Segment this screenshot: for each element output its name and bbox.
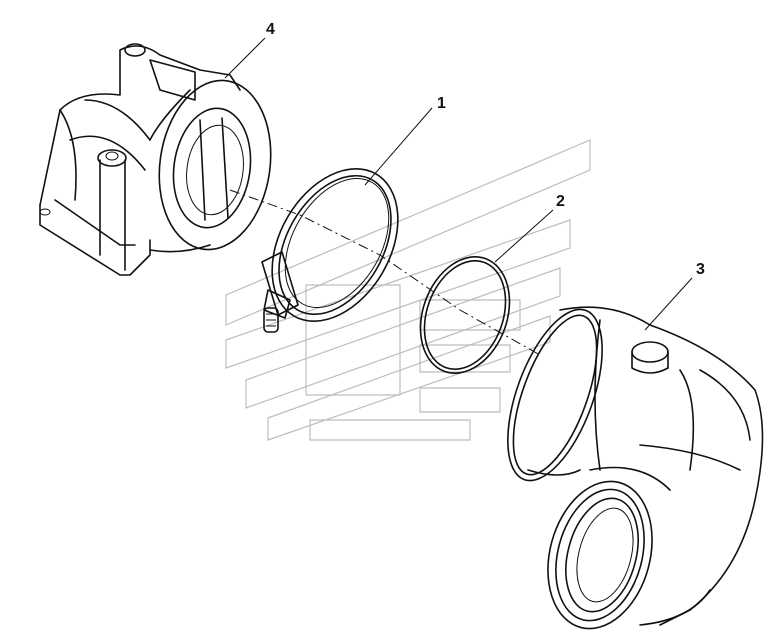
part-4-housing bbox=[39, 43, 272, 276]
leader-line-3 bbox=[644, 277, 693, 331]
leader-line-1 bbox=[364, 107, 433, 186]
watermark-logo bbox=[225, 139, 591, 441]
part-2-seal-ring bbox=[419, 256, 511, 374]
part-1-clamp bbox=[261, 168, 399, 333]
leader-line-4 bbox=[224, 37, 266, 79]
callout-3: 3 bbox=[696, 261, 705, 278]
callout-2: 2 bbox=[556, 193, 565, 210]
callout-1: 1 bbox=[437, 95, 446, 112]
callout-4: 4 bbox=[266, 21, 275, 38]
leader-line-2 bbox=[494, 209, 554, 263]
part-3-elbow-pipe bbox=[507, 306, 764, 630]
